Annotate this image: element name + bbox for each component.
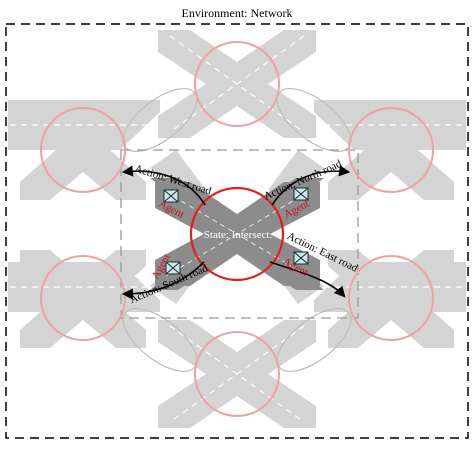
neighbour-rings — [40, 41, 434, 417]
lane-markings — [10, 35, 464, 423]
agent-icon — [165, 261, 181, 275]
agent-icon — [163, 189, 179, 203]
west-lower-intersection — [20, 250, 146, 348]
ring-south — [194, 331, 280, 417]
ring-east-lower — [348, 255, 434, 341]
east-upper-intersection — [328, 102, 454, 200]
environment-title: Environment: Network — [182, 6, 293, 20]
ring-east-upper — [348, 107, 434, 193]
arrow-east — [269, 261, 346, 298]
ring-west-upper — [40, 107, 126, 193]
state-frame — [120, 149, 359, 319]
action-arrows — [121, 165, 351, 300]
center-intersection — [150, 178, 324, 290]
environment-frame — [5, 23, 469, 439]
state-ring — [189, 186, 285, 282]
ring-north — [194, 41, 280, 127]
arrow-south — [121, 261, 205, 300]
state-label: State: Intersect. — [204, 229, 273, 241]
west-upper-intersection — [20, 102, 146, 200]
arrow-west — [121, 165, 206, 206]
east-lower-intersection — [328, 250, 454, 348]
arrow-north — [271, 165, 351, 206]
agent-icon — [293, 251, 309, 265]
road-network — [8, 30, 466, 428]
agent-icon — [293, 187, 309, 201]
